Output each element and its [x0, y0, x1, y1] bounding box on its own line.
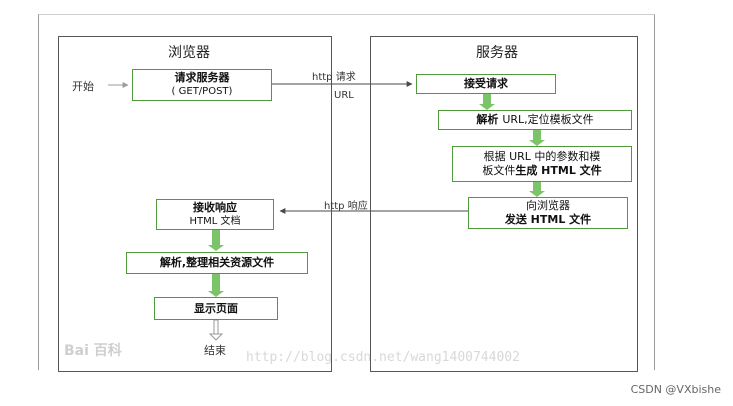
send-html-box: 向浏览器 发送 HTML 文件: [468, 197, 628, 229]
receive-response-box: 接收响应 HTML 文档: [156, 199, 274, 230]
baidu-watermark: Bai 百科: [64, 343, 122, 359]
send-html-line2: 发送 HTML 文件: [504, 213, 592, 226]
server-down-arrow-1: [479, 94, 495, 110]
receive-response-doc: HTML 文档: [189, 215, 241, 227]
browser-lane-title: 浏览器: [168, 45, 210, 61]
server-lane-title: 服务器: [476, 45, 518, 61]
end-arrow: [208, 319, 224, 341]
start-label: 开始: [72, 80, 94, 93]
url-watermark: http://blog.csdn.net/wang1400744002: [246, 350, 520, 365]
generate-html-line1: 根据 URL 中的参数和模: [483, 150, 601, 163]
outer-frame: [38, 14, 655, 370]
parse-url-detail: URL,定位模板文件: [502, 113, 594, 126]
csdn-credit: CSDN @VXbishe: [630, 383, 721, 396]
send-html-line1: 向浏览器: [526, 199, 570, 212]
parse-resources-box: 解析,整理相关资源文件: [126, 252, 308, 274]
end-label: 结束: [204, 344, 226, 357]
request-server-box: 请求服务器 ( GET/POST): [132, 69, 272, 101]
display-page-box: 显示页面: [154, 297, 278, 320]
parse-resources-text: 解析,整理相关资源文件: [159, 256, 275, 269]
generate-html-box: 根据 URL 中的参数和模 板文件生成 HTML 文件: [452, 146, 632, 182]
server-down-arrow-3: [529, 182, 545, 197]
http-request-label: http 请求: [312, 72, 356, 83]
request-server-title: 请求服务器: [174, 71, 230, 84]
receive-response-title: 接收响应: [193, 200, 237, 214]
generate-html-line2-bold: 生成 HTML 文件: [515, 164, 602, 177]
http-response-label: http 响应: [324, 201, 368, 212]
accept-request-box: 接受请求: [416, 74, 556, 94]
generate-html-line2-normal: 板文件: [482, 164, 516, 177]
generate-html-line2: 板文件生成 HTML 文件: [482, 164, 601, 178]
browser-down-arrow-1: [208, 229, 224, 251]
accept-request-text: 接受请求: [464, 77, 508, 90]
browser-down-arrow-2: [208, 273, 224, 297]
parse-url-box: 解析 URL,定位模板文件: [438, 110, 632, 130]
url-label: URL: [334, 90, 354, 101]
request-server-method: ( GET/POST): [171, 86, 233, 97]
parse-url-verb: 解析: [476, 113, 499, 126]
server-down-arrow-2: [529, 130, 545, 146]
display-page-text: 显示页面: [194, 301, 238, 315]
